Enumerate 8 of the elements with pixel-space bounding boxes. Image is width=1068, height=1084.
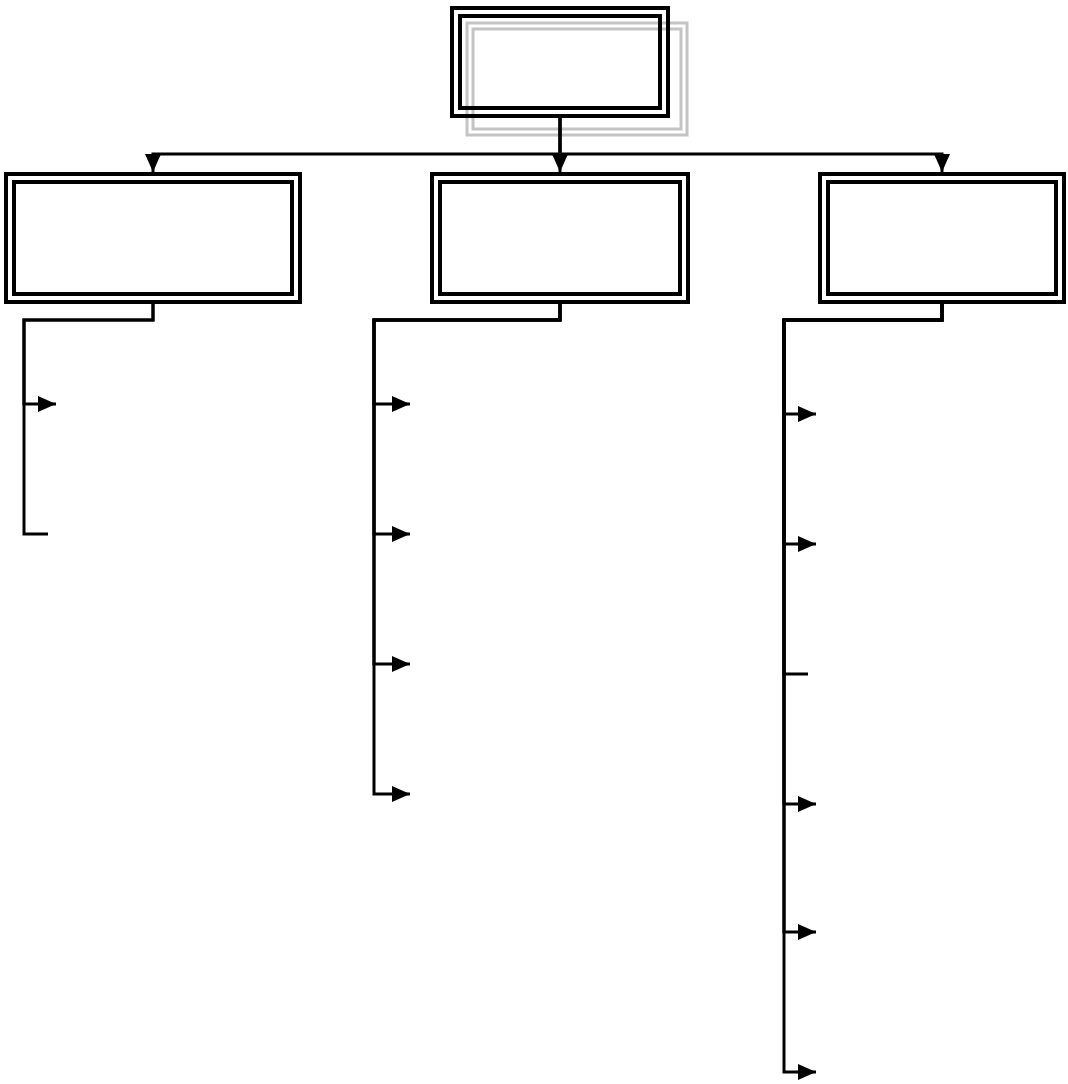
arrow [782,304,944,1080]
empty-box [818,172,1066,304]
empty-box [4,172,302,304]
connector-line [22,304,155,536]
empty-box [430,172,690,304]
arrow [372,304,562,802]
arrow [558,118,950,172]
empty-box [450,6,670,118]
